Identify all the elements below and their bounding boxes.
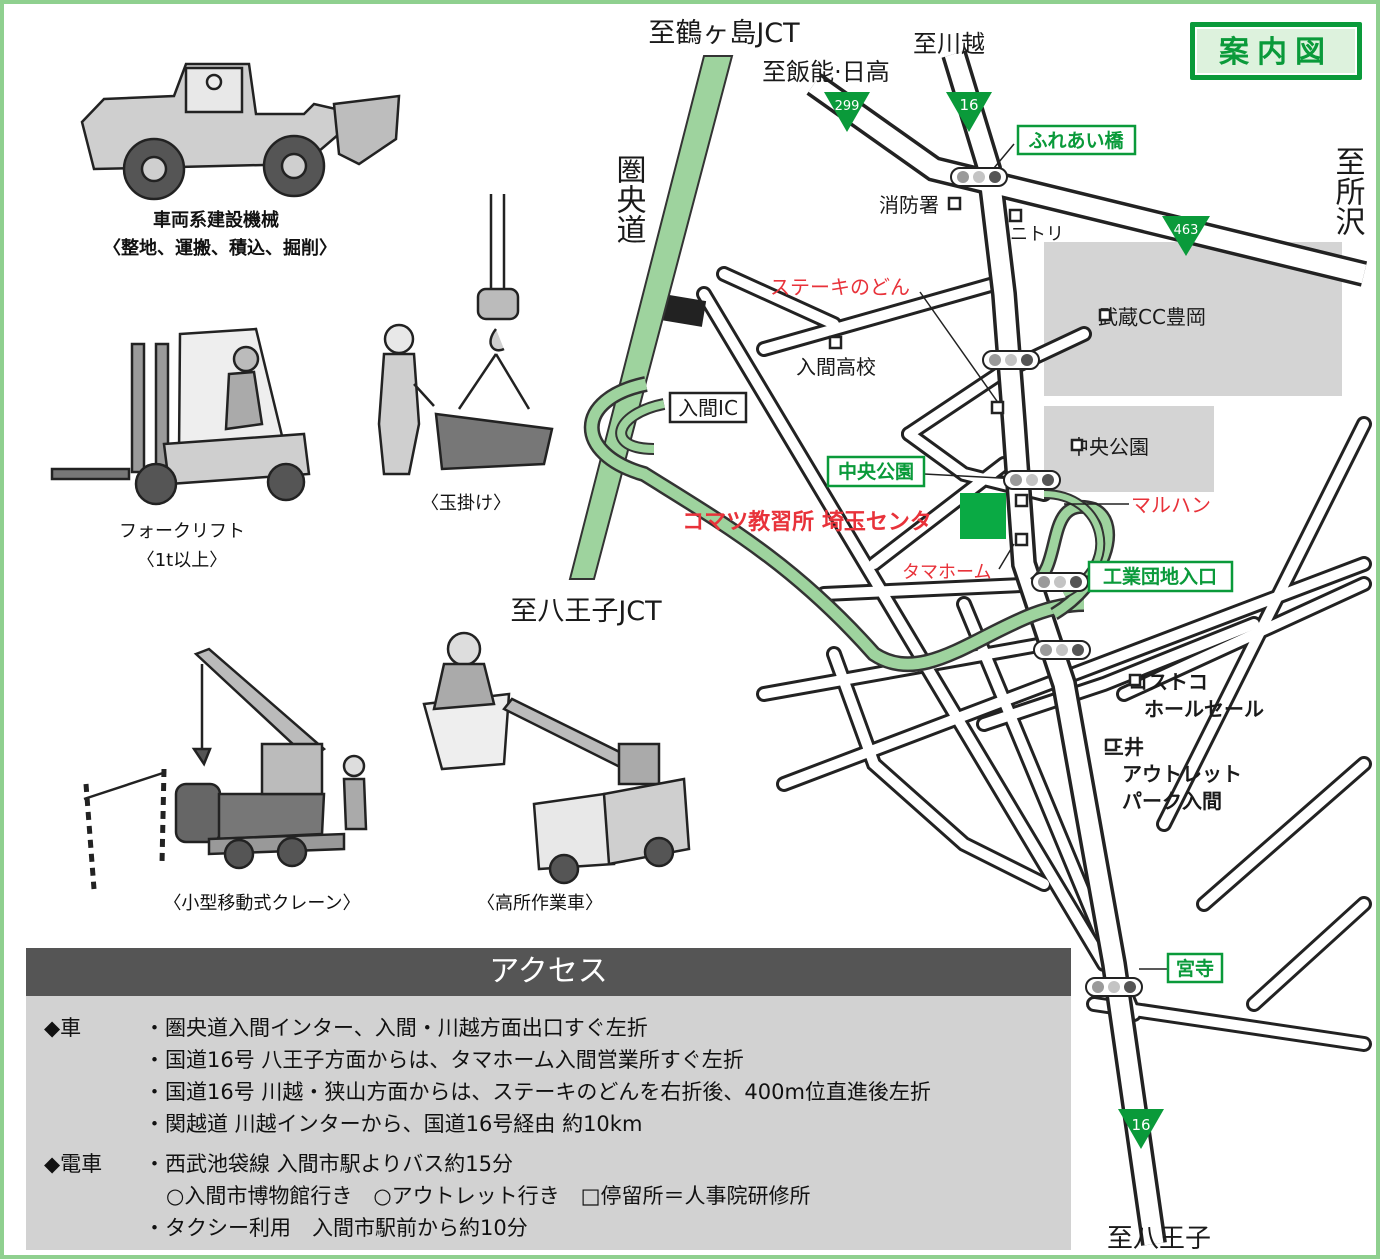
shield-463-icon: 463 (1162, 216, 1210, 256)
landmark-steak: ステーキのどん (770, 275, 910, 299)
svg-text:16: 16 (959, 96, 978, 114)
center-marker-icon (960, 493, 1006, 539)
dest-tsurugashima: 至鶴ヶ島JCT (648, 18, 800, 49)
train-line-2: ○入間市博物館行き ○アウトレット行き □停留所＝人事院研修所 (166, 1184, 811, 1208)
signal-miyadera (1085, 977, 1143, 997)
label-chuo-park: 中央公園 (826, 455, 926, 488)
landmark-markers (828, 196, 1029, 547)
wheel-loader-illustration (80, 62, 401, 201)
dest-hanno: 至飯能·日高 (762, 58, 890, 86)
car-line-3: ・国道16号 川越・狭山方面からは、ステーキのどんを右折後、400m位直進後左折 (144, 1080, 931, 1104)
area-map: 299 16 463 16 案内図 至鶴ヶ島JCT 至川越 至飯能·日高 至八王… (50, 18, 1372, 1254)
expressway-kenodo (568, 55, 1116, 673)
label-fureai: ふれあい橋 (1016, 124, 1137, 156)
square-icon (1128, 673, 1142, 687)
slinging-illustration (377, 194, 554, 476)
car-line-1: ・圏央道入間インター、入間・川越方面出口すぐ左折 (144, 1016, 648, 1040)
access-heading: アクセス (26, 948, 1071, 996)
access-panel: アクセス ◆車 ・圏央道入間インター、入間・川越方面出口すぐ左折 ・国道16号 … (26, 948, 1071, 1250)
caption-aerial: 〈高所作業車〉 (477, 893, 603, 914)
signal-industrial (1031, 572, 1089, 592)
signal-south (1033, 640, 1091, 660)
landmark-iruma-high: 入間高校 (796, 355, 876, 379)
square-icon (1104, 738, 1118, 752)
signal-steak (982, 350, 1040, 370)
aerial-vehicle-illustration (422, 631, 691, 885)
train-line-1: ・西武池袋線 入間市駅よりバス約15分 (144, 1152, 513, 1176)
shield-16-top-icon: 16 (946, 92, 992, 132)
landmark-musashi-cc: 武蔵CC豊岡 (1098, 305, 1206, 329)
landmark-maruhan: マルハン (1131, 493, 1211, 517)
caption-forklift-2: 〈1t以上〉 (137, 550, 228, 571)
svg-text:16: 16 (1131, 1116, 1150, 1134)
svg-text:中央公園: 中央公園 (838, 460, 914, 483)
forklift-illustration (50, 327, 311, 506)
landmark-outlet-3: パーク入間 (1122, 789, 1222, 813)
signal-fureai (950, 167, 1008, 187)
train-label: ◆電車 (44, 1152, 103, 1176)
svg-text:463: 463 (1174, 223, 1199, 238)
dest-hachioji: 至八王子 (1107, 1224, 1211, 1254)
expressway-label: 圏央道 (611, 154, 646, 244)
svg-text:入間IC: 入間IC (678, 396, 738, 420)
square-icon (828, 335, 843, 350)
square-icon (1070, 438, 1084, 452)
small-crane-illustration (83, 647, 368, 890)
shield-299-icon: 299 (824, 92, 870, 132)
label-interchange: 入間IC (668, 391, 748, 424)
landmark-costco-2: ホールセール (1144, 697, 1264, 721)
car-label: ◆車 (44, 1016, 82, 1040)
car-line-4: ・関越道 川越インターから、国道16号経由 約10km (144, 1112, 643, 1136)
svg-text:案内図: 案内図 (1219, 35, 1333, 70)
signal-chuo-park (1003, 470, 1061, 490)
caption-crane: 〈小型移動式クレーン〉 (163, 893, 360, 914)
shield-16-bottom-icon: 16 (1118, 1109, 1164, 1149)
landmark-nitori: ニトリ (1010, 224, 1064, 245)
train-line-3: ・タクシー利用 入間市駅前から約10分 (144, 1216, 528, 1240)
square-icon (990, 400, 1005, 415)
square-icon (1008, 208, 1023, 223)
svg-text:宮寺: 宮寺 (1176, 957, 1214, 980)
landmark-fire-station: 消防署 (879, 193, 939, 217)
caption-loader-1: 車両系建設機械 (153, 209, 279, 231)
label-miyadera: 宮寺 (1166, 952, 1224, 984)
dest-tokorozawa: 至所沢 (1330, 146, 1366, 236)
landmark-tamahome: タマホーム (902, 562, 991, 583)
label-industrial: 工業団地入口 (1087, 560, 1234, 593)
caption-forklift-1: フォークリフト (119, 521, 245, 542)
svg-text:工業団地入口: 工業団地入口 (1103, 565, 1217, 588)
square-icon (1014, 532, 1029, 547)
dest-kawagoe: 至川越 (913, 30, 985, 58)
caption-slinging: 〈玉掛け〉 (421, 493, 511, 514)
svg-text:299: 299 (835, 99, 860, 114)
center-name: コマツ教習所 埼玉センタ (682, 509, 932, 535)
square-icon (1014, 493, 1029, 508)
landmark-outlet-2: アウトレット (1122, 762, 1242, 786)
square-icon (947, 196, 962, 211)
car-line-2: ・国道16号 八王子方面からは、タマホーム入間営業所すぐ左折 (144, 1048, 744, 1072)
dest-hachioji-jct: 至八王子JCT (510, 596, 662, 627)
title-box: 案内図 (1190, 22, 1362, 80)
caption-loader-2: 〈整地、運搬、積込、掘削〉 (103, 237, 337, 259)
svg-text:ふれあい橋: ふれあい橋 (1028, 129, 1124, 152)
square-icon (1098, 308, 1112, 322)
landmark-costco-1: コストコ (1128, 670, 1208, 694)
